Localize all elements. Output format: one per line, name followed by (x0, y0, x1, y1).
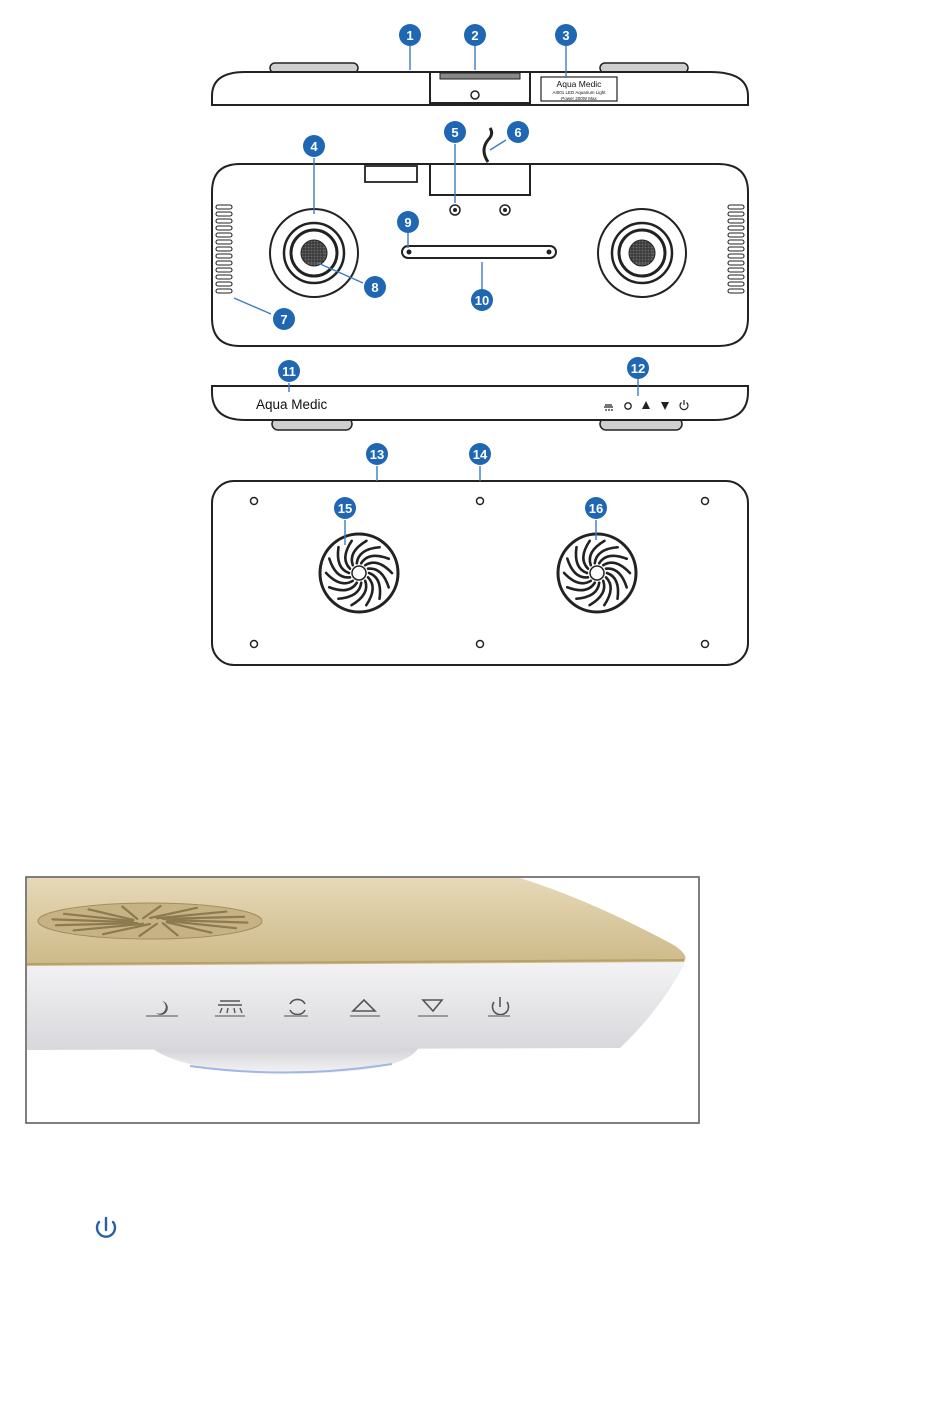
callout-6: 6 (507, 121, 529, 143)
vent-slot (216, 254, 232, 258)
vent-slot (728, 247, 744, 251)
callout-1: 1 (399, 24, 421, 46)
photo-caption-mark (146, 1015, 178, 1017)
callout-10: 10 (471, 289, 493, 311)
rail-slot (402, 246, 556, 258)
lens-right (598, 209, 686, 297)
vent-slot (216, 240, 232, 244)
svg-text:7: 7 (280, 312, 287, 327)
svg-text:15: 15 (338, 501, 352, 516)
top-view: Aqua Medic AI001 LED Aquarium Light Powe… (212, 63, 748, 105)
vent-slot (728, 219, 744, 223)
svg-text:1: 1 (406, 28, 413, 43)
vent-slot (216, 268, 232, 272)
callout-11: 11 (278, 360, 300, 382)
callout-4: 4 (303, 135, 325, 157)
callout-8: 8 (364, 276, 386, 298)
svg-text:3: 3 (562, 28, 569, 43)
legend-moon-icon (104, 1305, 122, 1327)
mount-hole-left-center (453, 208, 457, 212)
svg-text:9: 9 (404, 215, 411, 230)
vent-slot (216, 226, 232, 230)
vent-slot (728, 212, 744, 216)
svg-text:14: 14 (473, 447, 488, 462)
vent-slot (216, 205, 232, 209)
photo-caption-mark (215, 1015, 245, 1017)
vent-slot (728, 268, 744, 272)
svg-text:8: 8 (371, 280, 378, 295)
svg-text:12: 12 (631, 361, 645, 376)
label-plate-power: Power 200W Max (561, 96, 597, 101)
lens-view-label-slot (365, 166, 417, 182)
vent-slot (728, 289, 744, 293)
svg-text:13: 13 (370, 447, 384, 462)
lens-left (270, 209, 358, 297)
mount-hole-right-center (503, 208, 507, 212)
label-plate-model: AI001 LED Aquarium Light (552, 90, 606, 95)
svg-text:10: 10 (475, 293, 489, 308)
vent-slot (728, 261, 744, 265)
rail-slot-hole-left (407, 250, 412, 255)
svg-text:5: 5 (451, 125, 458, 140)
photo-body (27, 958, 684, 1050)
label-plate-brand: Aqua Medic (557, 79, 603, 89)
svg-text:16: 16 (589, 501, 603, 516)
vent-slot (216, 289, 232, 293)
back-view (212, 481, 748, 665)
vent-slot (216, 233, 232, 237)
callout-3: 3 (555, 24, 577, 46)
legend-icons (97, 1218, 122, 1327)
vent-slot (216, 282, 232, 286)
vent-slot (216, 219, 232, 223)
callout-5: 5 (444, 121, 466, 143)
vent-slot (728, 254, 744, 258)
photo-caption-mark (350, 1015, 380, 1017)
photo-caption-mark (284, 1015, 308, 1017)
vent-slot (728, 282, 744, 286)
vent-slot (216, 261, 232, 265)
vent-slot (728, 275, 744, 279)
rail-slot-hole-right (547, 250, 552, 255)
callout-9: 9 (397, 211, 419, 233)
callout-2: 2 (464, 24, 486, 46)
callout-13: 13 (366, 443, 388, 465)
power-cable (484, 128, 492, 162)
vent-slot (728, 240, 744, 244)
callout-12: 12 (627, 357, 649, 379)
svg-text:11: 11 (282, 364, 296, 379)
fan-grille-left (320, 534, 398, 612)
callout-14: 14 (469, 443, 491, 465)
vent-slot (728, 233, 744, 237)
bracket-slot (440, 73, 520, 79)
front-brand-text: Aqua Medic (256, 397, 328, 412)
callout-15: 15 (334, 497, 356, 519)
legend-power-icon (97, 1218, 115, 1237)
photo-caption-mark (418, 1015, 448, 1017)
svg-text:2: 2 (471, 28, 478, 43)
vent-slot (728, 205, 744, 209)
callout-7: 7 (273, 308, 295, 330)
vent-slot (216, 275, 232, 279)
fan-grille-right (558, 534, 636, 612)
vent-slot (216, 212, 232, 216)
callout-16: 16 (585, 497, 607, 519)
photo-caption-mark (488, 1015, 510, 1017)
svg-text:6: 6 (514, 125, 521, 140)
vent-slot (728, 226, 744, 230)
vent-slot (216, 247, 232, 251)
front-view: Aqua Medic (212, 386, 748, 430)
back-plate (212, 481, 748, 665)
control-panel-photo (26, 877, 699, 1123)
svg-text:4: 4 (310, 139, 318, 154)
